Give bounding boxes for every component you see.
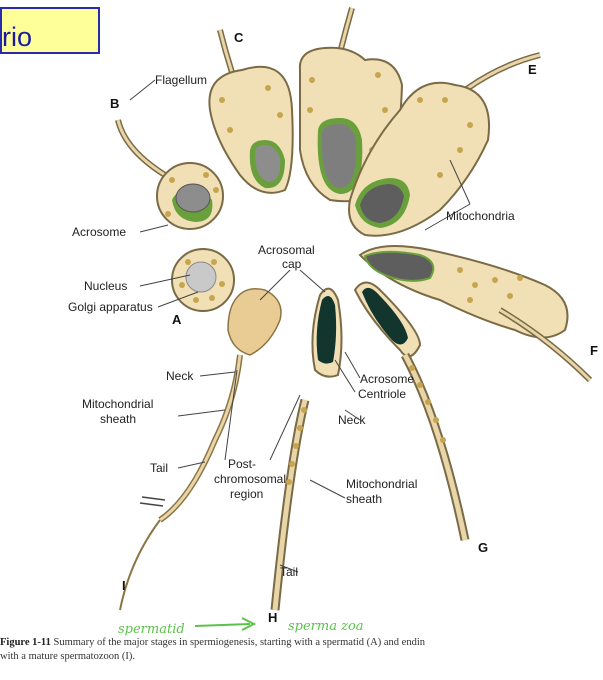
stage-letter-h: H bbox=[268, 610, 277, 625]
caption-figure-label: Figure 1-11 bbox=[0, 637, 51, 648]
label-post-chromosomal-2: chromosomal bbox=[214, 472, 286, 486]
label-flagellum: Flagellum bbox=[155, 73, 207, 87]
label-mitochondria: Mitochondria bbox=[446, 209, 515, 223]
caption-line2: with a mature spermatozoon (I). bbox=[0, 650, 603, 664]
label-tail-left: Tail bbox=[150, 461, 168, 475]
label-acrosomal-cap-line1: Acrosomal bbox=[258, 243, 315, 257]
stage-letter-f: F bbox=[590, 343, 598, 358]
label-acrosomal-cap-line2: cap bbox=[282, 257, 302, 271]
caption-line1: Summary of the major stages in spermioge… bbox=[53, 637, 425, 648]
label-post-chromosomal-1: Post- bbox=[228, 457, 256, 471]
label-centriole: Centriole bbox=[358, 387, 406, 401]
label-golgi-apparatus: Golgi apparatus bbox=[68, 300, 153, 314]
handwriting-spermatozoa: sperma zoa bbox=[288, 619, 364, 634]
label-acrosome-right: Acrosome bbox=[360, 372, 414, 386]
label-neck-left: Neck bbox=[166, 369, 194, 383]
label-mito-sheath-left-1: Mitochondrial bbox=[82, 397, 153, 411]
label-mito-sheath-right-2: sheath bbox=[346, 492, 382, 506]
label-neck-right: Neck bbox=[338, 413, 366, 427]
stage-letter-a: A bbox=[172, 312, 182, 327]
stage-letter-g: G bbox=[478, 540, 488, 555]
stage-letter-c: C bbox=[234, 30, 244, 45]
slide-title-text: rio bbox=[2, 22, 32, 53]
handwriting-spermatid: spermatid bbox=[118, 622, 185, 637]
label-mito-sheath-left-2: sheath bbox=[100, 412, 136, 426]
figure-caption: Figure 1-11 Summary of the major stages … bbox=[0, 636, 603, 664]
stage-a-cell bbox=[172, 249, 234, 311]
stage-letter-b: B bbox=[110, 96, 119, 111]
label-nucleus: Nucleus bbox=[84, 279, 127, 293]
slide-title-tag: rio bbox=[0, 7, 100, 54]
stage-letter-i: I bbox=[122, 578, 126, 593]
label-mito-sheath-right-1: Mitochondrial bbox=[346, 477, 417, 491]
label-acrosome: Acrosome bbox=[72, 225, 126, 239]
label-tail-bottom: Tail bbox=[280, 565, 298, 579]
stage-letter-e: E bbox=[528, 62, 537, 77]
label-post-chromosomal-3: region bbox=[230, 487, 263, 501]
